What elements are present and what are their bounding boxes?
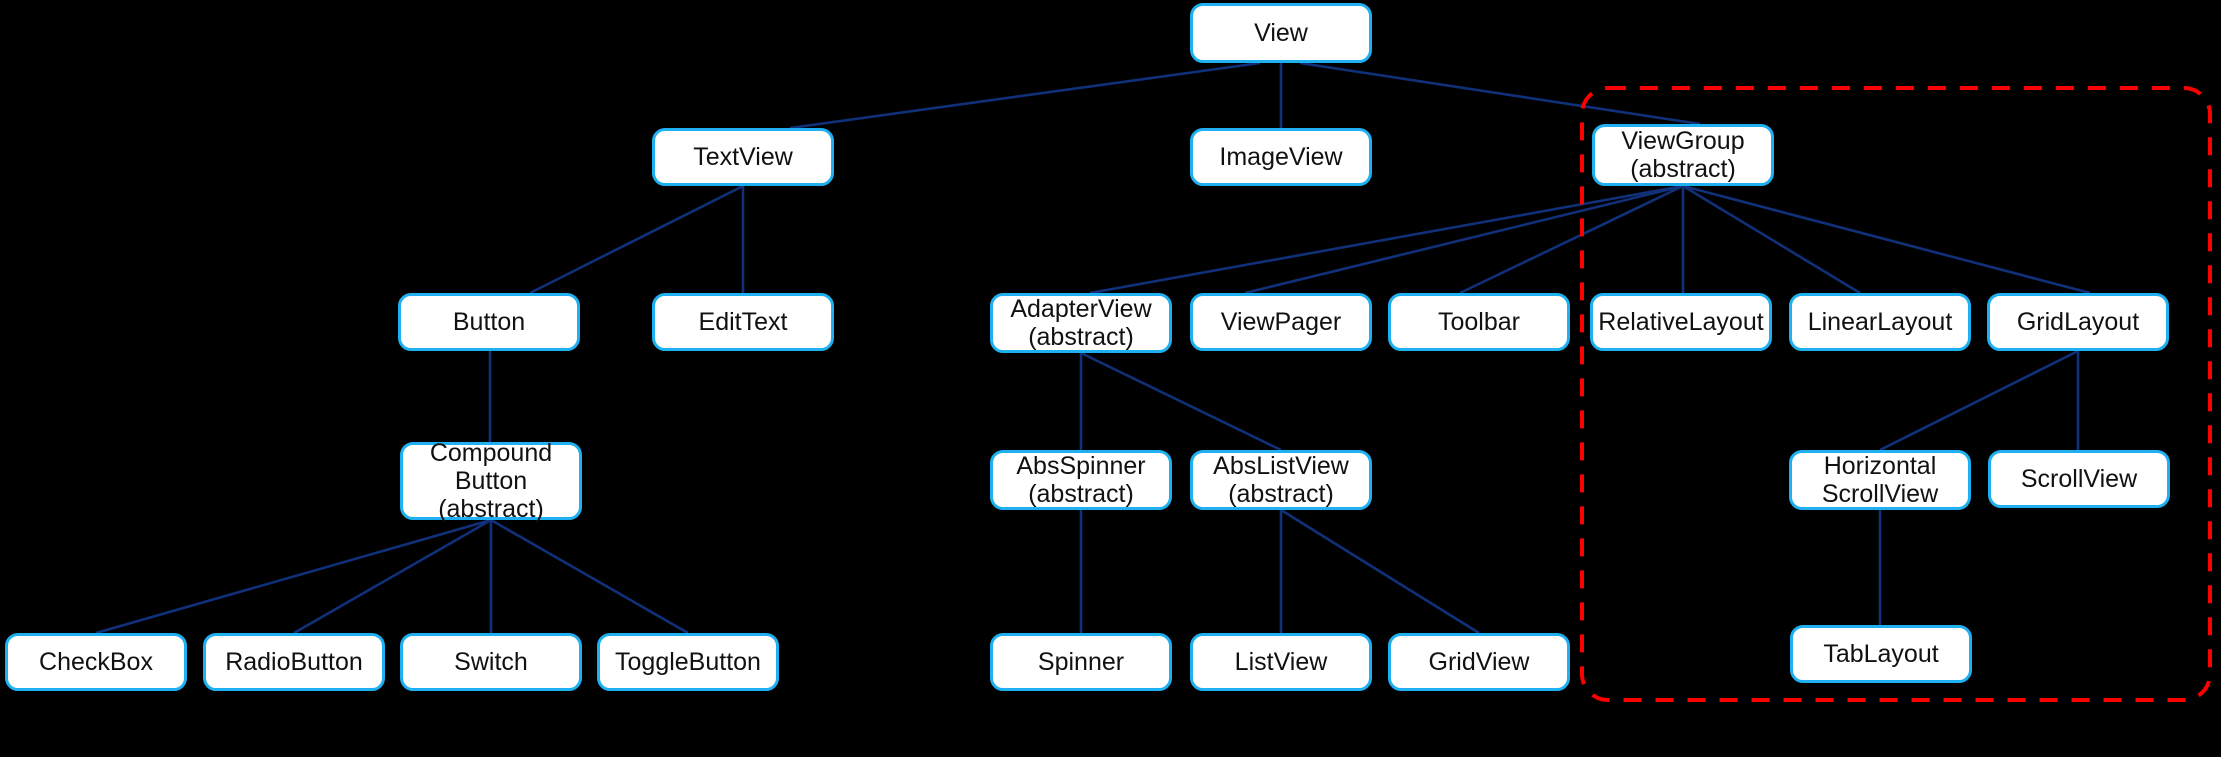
node-togglebutton[interactable]: ToggleButton bbox=[597, 633, 779, 691]
node-abslistview[interactable]: AbsListView (abstract) bbox=[1190, 450, 1372, 510]
node-radiobutton[interactable]: RadioButton bbox=[203, 633, 385, 691]
node-absspinner[interactable]: AbsSpinner (abstract) bbox=[990, 450, 1172, 510]
edge-viewgroup-to-viewpager bbox=[1244, 184, 1684, 295]
edge-view-to-textview bbox=[789, 61, 1261, 130]
node-switch[interactable]: Switch bbox=[400, 633, 582, 691]
edge-compoundbutton-to-checkbox bbox=[95, 518, 492, 635]
edge-compoundbutton-to-radiobutton bbox=[293, 518, 492, 635]
node-view[interactable]: View bbox=[1190, 3, 1372, 63]
edge-viewgroup-to-adapterview bbox=[1089, 184, 1684, 295]
node-relativelayout[interactable]: RelativeLayout bbox=[1590, 293, 1772, 351]
node-button[interactable]: Button bbox=[398, 293, 580, 351]
node-imageview[interactable]: ImageView bbox=[1190, 128, 1372, 186]
node-listview[interactable]: ListView bbox=[1190, 633, 1372, 691]
node-compoundbutton[interactable]: Compound Button (abstract) bbox=[400, 439, 582, 523]
node-adapterview[interactable]: AdapterView (abstract) bbox=[990, 293, 1172, 353]
edge-viewgroup-to-gridlayout bbox=[1682, 184, 2091, 295]
edge-compoundbutton-to-togglebutton bbox=[490, 518, 689, 635]
node-linearlayout[interactable]: LinearLayout bbox=[1789, 293, 1971, 351]
node-checkbox[interactable]: CheckBox bbox=[5, 633, 187, 691]
node-viewpager[interactable]: ViewPager bbox=[1190, 293, 1372, 351]
node-horizontalscrollview[interactable]: Horizontal ScrollView bbox=[1789, 450, 1971, 510]
node-scrollview[interactable]: ScrollView bbox=[1988, 450, 2170, 508]
edge-adapterview-to-abslistview bbox=[1080, 351, 1282, 452]
edge-view-to-viewgroup bbox=[1299, 61, 1701, 126]
edge-gridlayout-to-horizontalscrollview bbox=[1879, 349, 2079, 452]
edge-viewgroup-to-linearlayout bbox=[1682, 184, 1861, 295]
node-gridview[interactable]: GridView bbox=[1388, 633, 1570, 691]
node-textview[interactable]: TextView bbox=[652, 128, 834, 186]
node-gridlayout[interactable]: GridLayout bbox=[1987, 293, 2169, 351]
node-spinner[interactable]: Spinner bbox=[990, 633, 1172, 691]
node-tablayout[interactable]: TabLayout bbox=[1790, 625, 1972, 683]
edge-viewgroup-to-toolbar bbox=[1459, 184, 1684, 295]
edge-textview-to-button bbox=[529, 184, 744, 295]
node-toolbar[interactable]: Toolbar bbox=[1388, 293, 1570, 351]
node-viewgroup[interactable]: ViewGroup (abstract) bbox=[1592, 124, 1774, 186]
edge-abslistview-to-gridview bbox=[1280, 508, 1480, 635]
node-edittext[interactable]: EditText bbox=[652, 293, 834, 351]
